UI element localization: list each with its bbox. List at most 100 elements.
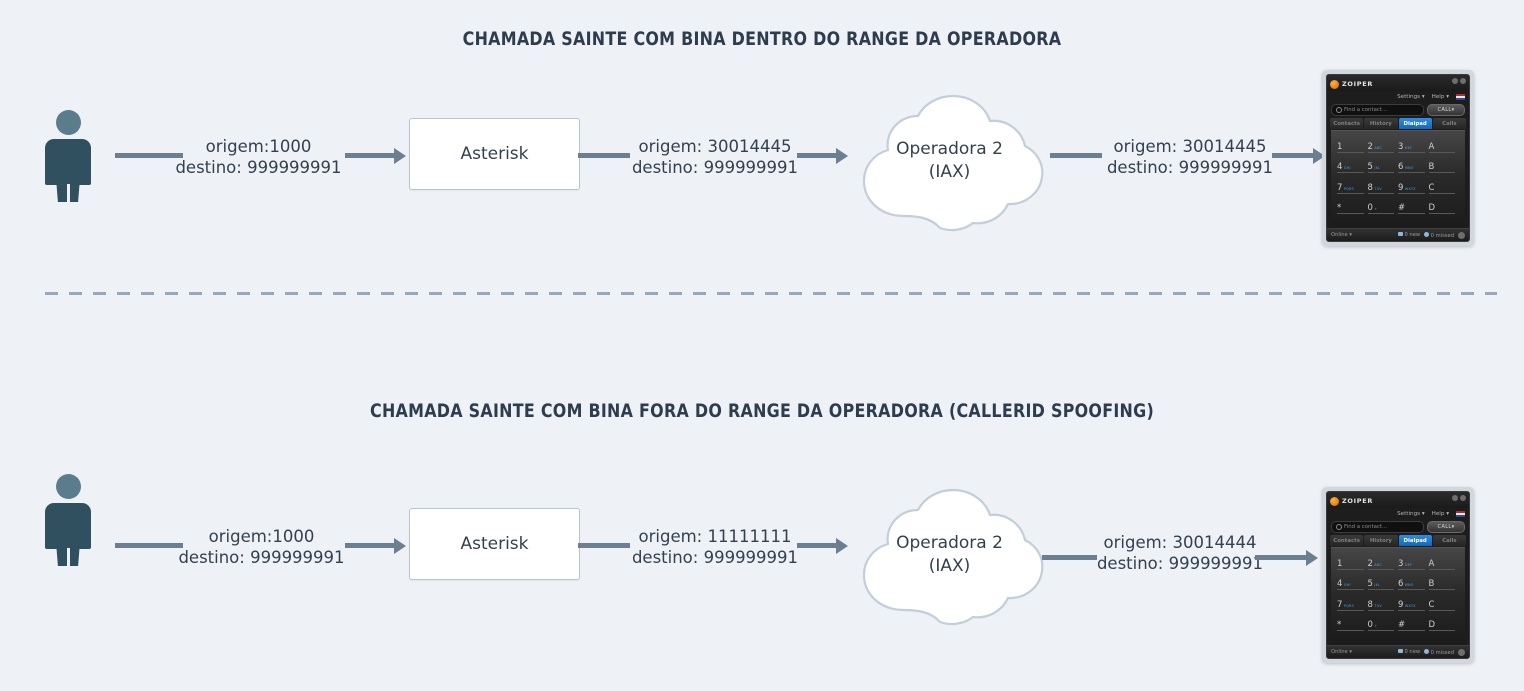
missed-calls-2[interactable]: 0 missed (1424, 648, 1454, 656)
edge-label-5: origem: 11111111 destino: 999999991 (620, 526, 810, 568)
dial-key-hash-b[interactable]: # (1398, 620, 1429, 631)
close-icon-2[interactable] (1460, 495, 1466, 501)
dial-key-1-b[interactable]: 1 (1337, 559, 1368, 571)
dial-key-0[interactable]: 0+ (1367, 203, 1399, 214)
tab-dialpad-2[interactable]: Dialpad (1398, 535, 1432, 546)
help-menu-1[interactable]: Help ▾ (1431, 94, 1449, 100)
tab-contacts-1[interactable]: Contacts (1330, 118, 1364, 129)
arrow-cloud-to-label-6 (1042, 555, 1097, 560)
dial-key-d[interactable]: D (1428, 203, 1460, 214)
presence-selector-2[interactable]: Online ▾ (1331, 649, 1352, 655)
arrow-label-to-cloud-2 (797, 537, 848, 554)
person-icon (45, 110, 91, 202)
zoiper-window-controls-2[interactable] (1452, 495, 1466, 501)
dial-key-star[interactable]: * (1337, 203, 1368, 214)
arrow-asterisk-to-label-5 (578, 543, 630, 548)
tab-calls-1[interactable]: Calls (1432, 118, 1466, 129)
edge-origem-6: origem: 30014444 (1103, 533, 1257, 552)
edge-origem-5: origem: 11111111 (638, 527, 792, 546)
tab-calls-2[interactable]: Calls (1432, 535, 1466, 546)
tab-history-2[interactable]: History (1364, 535, 1398, 546)
minimize-icon-2[interactable] (1452, 495, 1458, 501)
dial-key-c[interactable]: C (1428, 183, 1460, 194)
edge-label-1: origem:1000 destino: 999999991 (160, 136, 357, 178)
person-icon-2 (45, 474, 91, 566)
edge-destino-6: destino: 999999991 (1096, 554, 1264, 573)
cloud-line2-1: (IAX) (928, 162, 971, 182)
cloud-text-1: Operadora 2 (IAX) (852, 138, 1047, 184)
dial-key-c-b[interactable]: C (1428, 600, 1460, 611)
dial-key-hash[interactable]: # (1398, 203, 1429, 214)
us-flag-icon-2[interactable] (1456, 511, 1465, 517)
tab-contacts-2[interactable]: Contacts (1330, 535, 1364, 546)
flow-in-range: CHAMADA SAINTE COM BINA DENTRO DO RANGE … (0, 0, 1524, 300)
zoiper-softphone-1[interactable]: ZOIPER Settings ▾ Help ▾ Find a contact.… (1322, 70, 1474, 246)
minimize-icon-1[interactable] (1452, 78, 1458, 84)
arrow-cloud-to-label-3 (1050, 153, 1102, 158)
arrow-label-to-cloud-1 (797, 147, 848, 164)
edge-label-2: origem: 30014445 destino: 999999991 (620, 136, 810, 178)
dial-key-1[interactable]: 1 (1337, 142, 1368, 154)
call-button-2[interactable]: CALL▾ (1427, 521, 1465, 533)
presence-selector-1[interactable]: Online ▾ (1331, 232, 1352, 238)
asterisk-node-1: Asterisk (409, 118, 580, 190)
help-menu-2[interactable]: Help ▾ (1431, 511, 1449, 517)
new-messages-1[interactable]: 0 new (1397, 232, 1420, 238)
cloud-line1-1: Operadora 2 (896, 139, 1003, 159)
zoiper-brand-1: ZOIPER (1342, 80, 1374, 88)
dial-key-d-b[interactable]: D (1428, 620, 1460, 631)
missed-calls-1[interactable]: 0 missed (1424, 231, 1454, 239)
call-button-1[interactable]: CALL▾ (1427, 104, 1465, 116)
gear-icon-1[interactable] (1458, 231, 1465, 239)
person-body (45, 139, 91, 185)
close-icon-1[interactable] (1460, 78, 1466, 84)
zoiper-window-1: ZOIPER Settings ▾ Help ▾ Find a contact.… (1326, 74, 1470, 242)
settings-menu-1[interactable]: Settings ▾ (1397, 94, 1425, 100)
edge-destino-5: destino: 999999991 (631, 548, 799, 567)
person-body-2 (45, 503, 91, 549)
dial-key-star-b[interactable]: * (1337, 620, 1368, 631)
tab-history-1[interactable]: History (1364, 118, 1398, 129)
asterisk-label-1: Asterisk (460, 144, 529, 164)
zoiper-titlebar-1: ZOIPER (1327, 75, 1469, 91)
dial-key-0-b[interactable]: 0+ (1367, 620, 1399, 631)
settings-menu-2[interactable]: Settings ▾ (1397, 511, 1425, 517)
us-flag-icon-1[interactable] (1456, 94, 1465, 100)
zoiper-window-controls-1[interactable] (1452, 78, 1466, 84)
new-messages-2[interactable]: 0 new (1397, 649, 1420, 655)
dial-key-b-b[interactable]: B (1428, 579, 1460, 591)
zoiper-statusbar-2: Online ▾ 0 new 0 missed (1327, 645, 1469, 658)
dial-key-b[interactable]: B (1428, 162, 1460, 174)
zoiper-statusbar-1: Online ▾ 0 new 0 missed (1327, 228, 1469, 241)
zoiper-logo-icon-2 (1330, 496, 1339, 506)
dial-key-a[interactable]: A (1428, 142, 1460, 154)
zoiper-tabs-2: Contacts History Dialpad Calls (1327, 535, 1469, 546)
tab-dialpad-1[interactable]: Dialpad (1398, 118, 1432, 129)
dial-key-a-b[interactable]: A (1428, 559, 1460, 571)
find-contact-input-1[interactable]: Find a contact... (1331, 104, 1424, 116)
edge-label-3: origem: 30014445 destino: 999999991 (1095, 136, 1285, 178)
edge-destino-4: destino: 999999991 (178, 548, 345, 567)
find-contact-input-2[interactable]: Find a contact... (1331, 521, 1424, 533)
arrow-caller-to-label-4 (115, 543, 183, 548)
gear-icon-2[interactable] (1458, 648, 1465, 656)
zoiper-softphone-2[interactable]: ZOIPER Settings ▾ Help ▾ Find a contact.… (1322, 487, 1474, 663)
